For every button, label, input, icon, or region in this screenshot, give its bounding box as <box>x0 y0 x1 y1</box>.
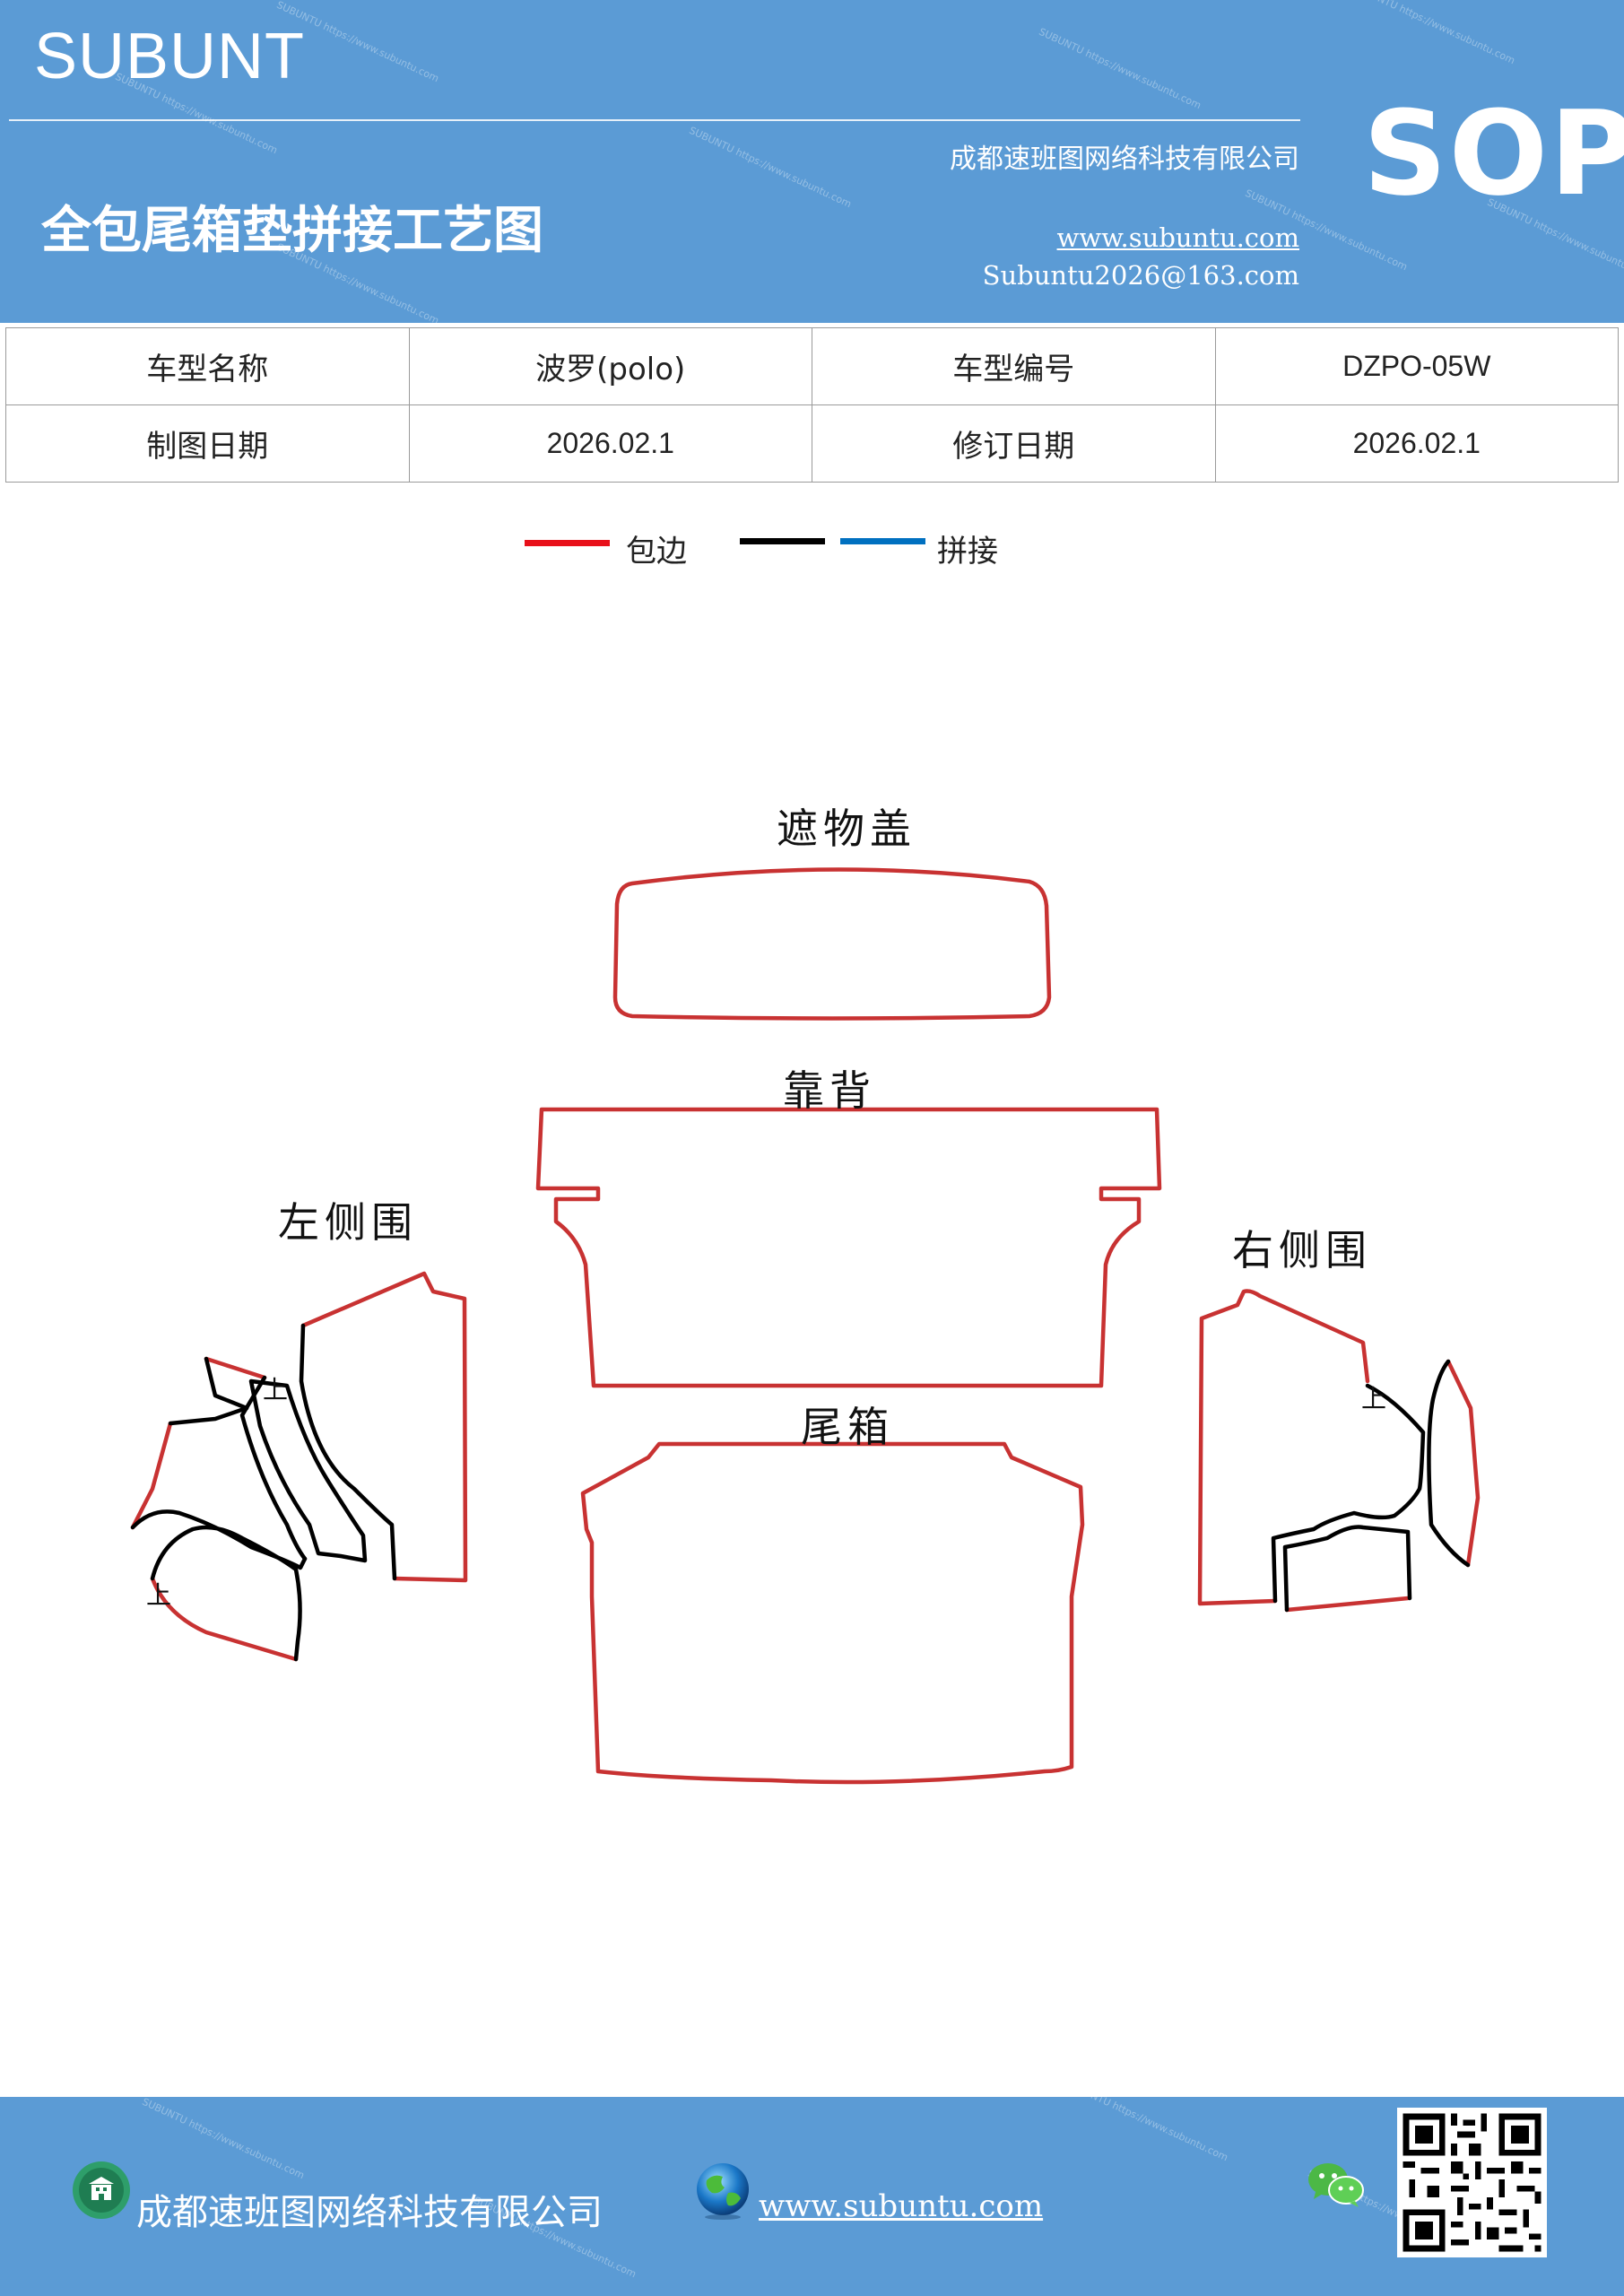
label-backrest: 靠背 <box>783 1066 876 1115</box>
legend-swatch-edging <box>525 540 610 546</box>
table-cell: 2026.02.1 <box>408 404 812 483</box>
globe-icon <box>697 2163 749 2220</box>
right-side-seam-1 <box>1271 1383 1426 1604</box>
header-banner: SUBUNTU https://www.subuntu.com SUBUNTU … <box>0 0 1624 323</box>
legend: 包边 拼接 <box>0 516 1624 578</box>
left-side-seam-5 <box>168 1405 249 1426</box>
right-side-edge-red-1 <box>1284 1596 1411 1613</box>
table-cell: DZPO-05W <box>1214 327 1619 405</box>
label-trunk: 尾箱 <box>801 1403 894 1451</box>
legend-swatch-seam <box>840 538 925 544</box>
wechat-icon[interactable] <box>1305 2158 1368 2212</box>
table-row: 制图日期 2026.02.1 修订日期 2026.02.1 <box>5 404 1619 483</box>
left-side-edge-red-3 <box>150 1576 299 1662</box>
footer-company-name: 成都速班图网络科技有限公司 <box>136 2192 603 2233</box>
page-title: 全包尾箱垫拼接工艺图 <box>41 202 543 260</box>
left-side-edge-red-2 <box>130 1421 173 1530</box>
legend-label-seam: 拼接 <box>937 534 998 570</box>
label-left-side: 左侧围 <box>278 1198 418 1247</box>
vehicle-info-table: 车型名称 波罗(polo) 车型编号 DZPO-05W 制图日期 2026.02… <box>5 327 1619 483</box>
qr-code <box>1397 2108 1547 2257</box>
left-side-seam-2 <box>248 1378 368 1563</box>
table-row: 车型名称 波罗(polo) 车型编号 DZPO-05W <box>5 327 1619 405</box>
up-mark-left-top: 上 <box>263 1375 289 1405</box>
up-mark-right: 上 <box>1361 1384 1387 1413</box>
left-side-seam-7 <box>150 1525 302 1662</box>
right-side-seam-3 <box>1427 1359 1471 1568</box>
left-side-seam-1 <box>299 1323 397 1581</box>
right-side-edge-red-2 <box>1446 1359 1481 1568</box>
left-side-main-panel <box>300 1271 468 1583</box>
table-cell: 2026.02.1 <box>1214 404 1619 483</box>
trunk-piece <box>580 1441 1085 1785</box>
header-divider <box>9 119 1300 121</box>
email-address: Subuntu2026@163.com <box>982 260 1299 291</box>
website-link[interactable]: www.subuntu.com <box>1056 222 1299 253</box>
table-cell: 修订日期 <box>812 404 1216 483</box>
legend-swatch-black <box>740 538 825 544</box>
table-cell: 波罗(polo) <box>408 327 812 405</box>
legend-label-edging: 包边 <box>626 534 687 570</box>
left-side-seam-4 <box>204 1356 249 1411</box>
table-cell: 车型名称 <box>5 327 410 405</box>
up-mark-left-bottom: 上 <box>146 1580 172 1610</box>
right-side-main-panel <box>1197 1289 1370 1606</box>
sop-badge: SOP <box>1363 85 1624 222</box>
footer-website-link[interactable]: www.subuntu.com <box>759 2188 1044 2224</box>
label-right-side: 右侧围 <box>1232 1226 1372 1274</box>
label-cover: 遮物盖 <box>777 804 916 853</box>
footer-banner: SUBUNTU https://www.subuntu.com SUBUNTU … <box>0 2097 1624 2296</box>
left-side-seam-3 <box>239 1375 308 1561</box>
brand-name: SUBUNT <box>34 21 306 92</box>
company-name: 成都速班图网络科技有限公司 <box>950 144 1299 175</box>
cover-piece <box>612 867 1052 1021</box>
building-icon <box>73 2161 130 2219</box>
backrest-piece <box>535 1107 1162 1388</box>
table-cell: 车型编号 <box>812 327 1216 405</box>
right-side-seam-2 <box>1282 1525 1412 1613</box>
table-cell: 制图日期 <box>5 404 410 483</box>
left-side-edge-red-1 <box>204 1356 267 1380</box>
